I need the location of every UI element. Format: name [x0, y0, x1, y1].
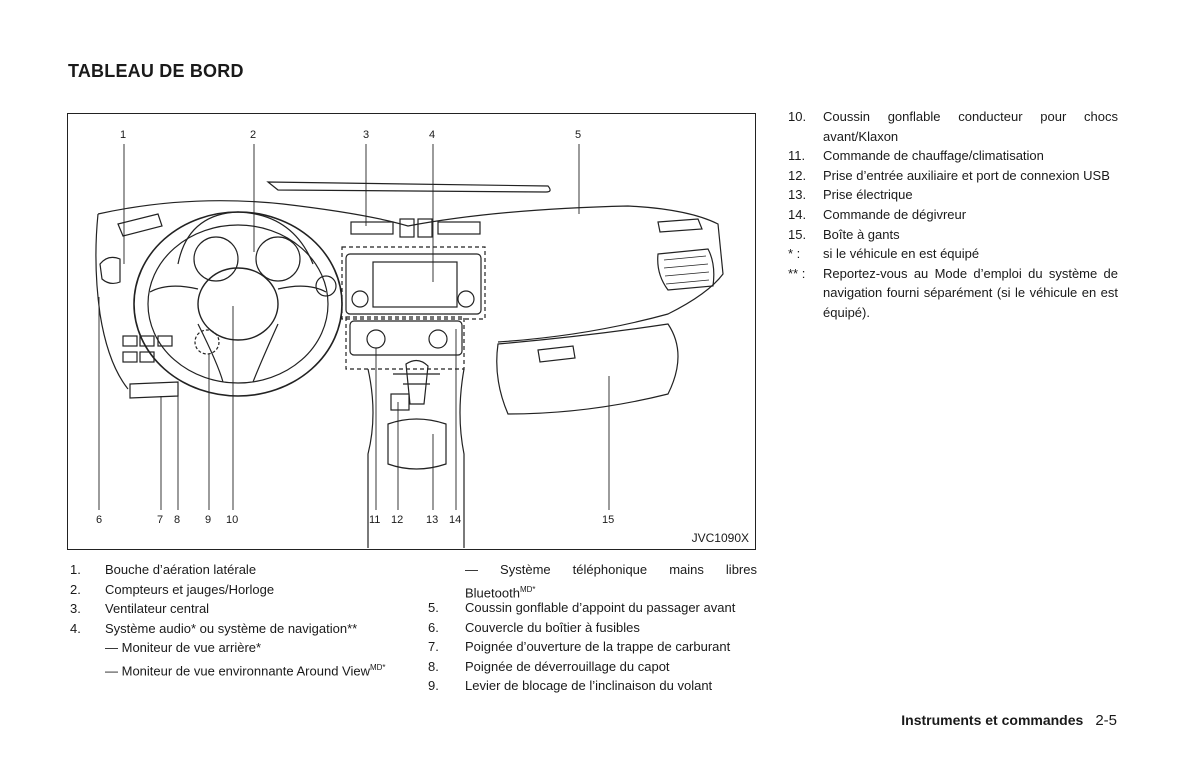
callout-4: 4: [429, 129, 435, 141]
callout-10: 10: [226, 514, 238, 526]
list-item: 1.Bouche d’aération latérale: [70, 562, 257, 577]
list-item: 15.Boîte à gants: [788, 226, 900, 242]
callout-11: 11: [369, 514, 380, 526]
callout-5: 5: [575, 129, 581, 141]
footer-section-title: Instruments et commandes: [901, 712, 1084, 728]
dashboard-illustration: 1 2 3 4 5 6 7 8 9 10 11 12 13 14 15 JVC1…: [67, 113, 756, 550]
list-item: 4.Système audio* ou système de navigatio…: [70, 620, 358, 636]
page-footer: Instruments et commandes 2-5: [901, 712, 1117, 729]
list-subitem: — Moniteur de vue arrière*: [105, 640, 262, 656]
figure-code: JVC1090X: [691, 531, 749, 545]
list-item: 14.Commande de dégivreur: [788, 206, 967, 222]
list-item: 9.Levier de blocage de l’inclinaison du …: [428, 678, 713, 694]
footnote-item: * :si le véhicule en est équipé: [788, 246, 980, 262]
callout-1: 1: [120, 129, 126, 141]
list-item: 13.Prise électrique: [788, 187, 913, 203]
callout-14: 14: [449, 514, 461, 526]
list-subitem: — Moniteur de vue environnante Around Vi…: [105, 662, 386, 679]
callout-8: 8: [174, 514, 180, 526]
list-subitem: — Système téléphonique mains libres Blue…: [465, 562, 757, 600]
callout-15: 15: [602, 514, 614, 526]
callout-12: 12: [391, 514, 403, 526]
page-title: TABLEAU DE BORD: [68, 61, 244, 81]
legend-right: 10.Coussin gonflable conducteur pour cho…: [788, 107, 1118, 323]
callout-13: 13: [426, 514, 438, 526]
callout-2: 2: [250, 129, 256, 141]
list-item: 10.Coussin gonflable conducteur pour cho…: [788, 109, 1118, 144]
list-item: 7.Poignée d’ouverture de la trappe de ca…: [428, 639, 731, 655]
footnote-item: ** :Reportez-vous au Mode d’emploi du sy…: [788, 265, 1118, 320]
list-item: 11.Commande de chauffage/climatisation: [788, 148, 1044, 164]
list-item: 3.Ventilateur central: [70, 601, 210, 617]
list-item: 2.Compteurs et jauges/Horloge: [70, 581, 275, 597]
page-number: 2-5: [1095, 712, 1117, 729]
callout-6: 6: [96, 514, 102, 526]
callout-7: 7: [157, 514, 163, 526]
legend-mid: 5.Coussin gonflable d’appoint du passage…: [428, 598, 758, 696]
list-item: 8.Poignée de déverrouillage du capot: [428, 658, 670, 674]
list-item: 5.Coussin gonflable d’appoint du passage…: [428, 600, 736, 615]
legend-mid-sub: — Système téléphonique mains libres Blue…: [465, 560, 757, 603]
list-item: 12.Prise d’entrée auxiliaire et port de …: [788, 167, 1110, 183]
callout-3: 3: [363, 129, 369, 141]
legend-left: 1.Bouche d’aération latérale 2.Compteurs…: [70, 560, 400, 681]
dashboard-drawing: 1 2 3 4 5 6 7 8 9 10 11 12 13 14 15: [95, 129, 724, 548]
callout-9: 9: [205, 514, 211, 526]
list-item: 6.Couvercle du boîtier à fusibles: [428, 619, 640, 635]
